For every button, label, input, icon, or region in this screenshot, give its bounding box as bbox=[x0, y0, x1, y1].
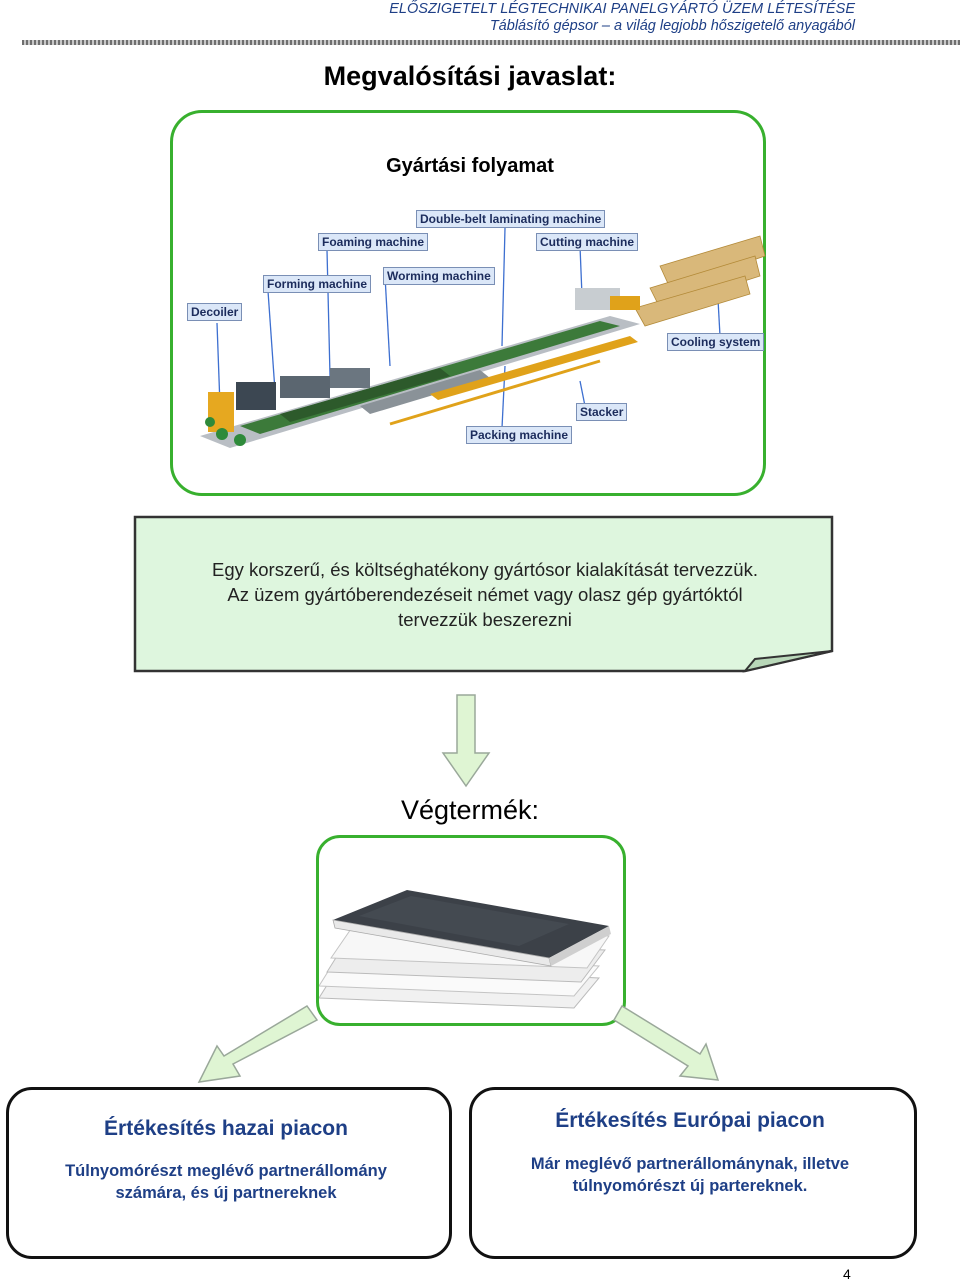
label-foaming-machine: Foaming machine bbox=[318, 233, 428, 251]
production-line-illustration bbox=[180, 196, 770, 458]
label-cutting-machine: Cutting machine bbox=[536, 233, 638, 251]
process-title: Gyártási folyamat bbox=[0, 155, 940, 178]
down-left-arrow-icon bbox=[195, 1002, 320, 1086]
domestic-market-title: Értékesítés hazai piacon bbox=[6, 1117, 446, 1141]
domestic-market-description: Túlnyomórészt meglévő partnerállomány sz… bbox=[6, 1160, 446, 1204]
note-line-1: Egy korszerű, és költséghatékony gyártós… bbox=[140, 559, 830, 581]
domestic-desc-line-2: számára, és új partnereknek bbox=[6, 1182, 446, 1204]
product-frame bbox=[316, 835, 626, 1026]
down-right-arrow-icon bbox=[612, 1002, 722, 1084]
note-line-2: Az üzem gyártóberendezéseit német vagy o… bbox=[140, 584, 830, 606]
label-laminating-machine: Double-belt laminating machine bbox=[416, 210, 605, 228]
insulation-panels-image bbox=[319, 838, 623, 1023]
european-desc-line-1: Már meglévő partnerállománynak, illetve bbox=[469, 1153, 911, 1175]
label-forming-machine: Forming machine bbox=[263, 275, 371, 293]
header-divider bbox=[22, 40, 960, 45]
down-arrow-icon bbox=[440, 693, 492, 789]
european-market-title: Értékesítés Európai piacon bbox=[469, 1109, 911, 1133]
label-worming-machine: Worming machine bbox=[383, 267, 495, 285]
label-packing-machine: Packing machine bbox=[466, 426, 572, 444]
document-header-title: ELŐSZIGETELT LÉGTECHNIKAI PANELGYÁRTÓ ÜZ… bbox=[389, 1, 855, 17]
document-header-subtitle: Táblásító gépsor – a világ legjobb hőszi… bbox=[490, 18, 855, 34]
note-line-3: tervezzük beszerezni bbox=[140, 609, 830, 631]
label-decoiler: Decoiler bbox=[187, 303, 242, 321]
page-title: Megvalósítási javaslat: bbox=[0, 61, 940, 92]
european-market-description: Már meglévő partnerállománynak, illetve … bbox=[469, 1153, 911, 1197]
page-number: 4 bbox=[843, 1266, 851, 1282]
label-cooling-system: Cooling system bbox=[667, 333, 764, 351]
european-desc-line-2: túlnyomórészt új parterek​nek. bbox=[469, 1175, 911, 1197]
product-title: Végtermék: bbox=[0, 795, 940, 826]
domestic-desc-line-1: Túlnyomórészt meglévő partnerállomány bbox=[6, 1160, 446, 1182]
label-stacker: Stacker bbox=[576, 403, 627, 421]
